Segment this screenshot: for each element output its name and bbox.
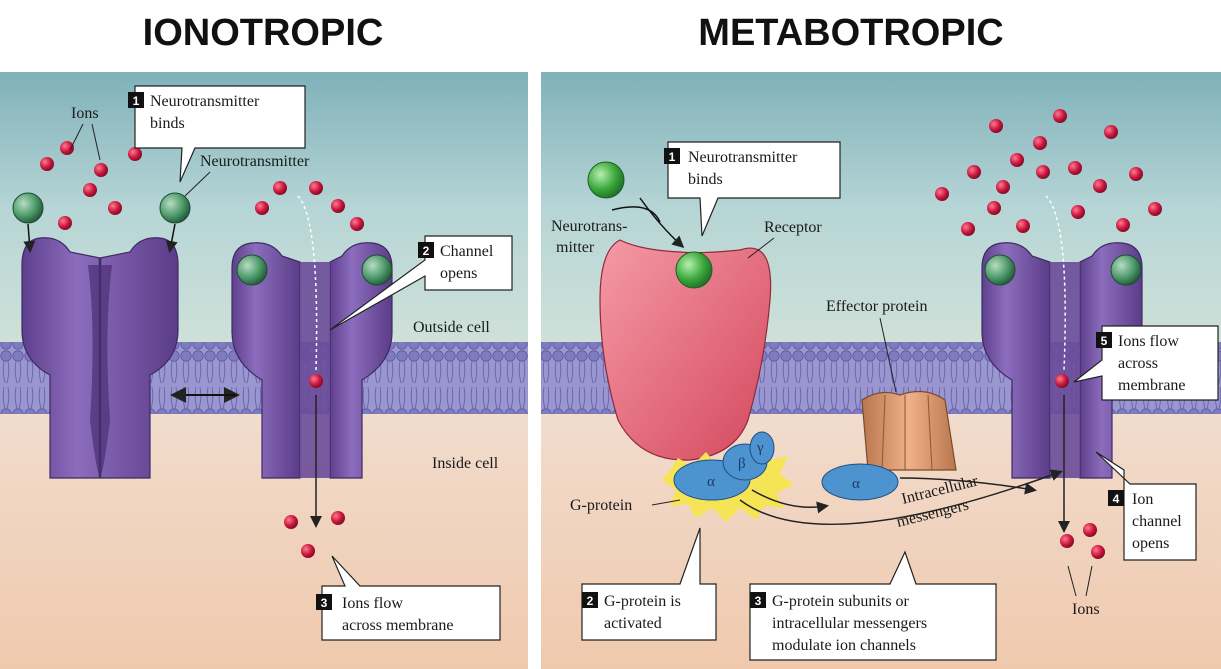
step-3-line3: modulate ion channels	[772, 637, 916, 654]
step-3-line1: G-protein subunits or	[772, 593, 910, 610]
step-3-callout: 3 Ions flow across membrane	[316, 555, 501, 641]
g-protein-label: G-protein	[570, 497, 632, 514]
neurotransmitter-label: Neurotransmitter	[200, 153, 310, 170]
step-1-number: 1	[669, 150, 676, 164]
alpha-subunit-free	[821, 463, 899, 501]
step-3-callout: 3 G-protein subunits or intracellular me…	[749, 550, 997, 661]
outside-cell-label: Outside cell	[413, 319, 490, 336]
ions-label: Ions	[71, 105, 99, 122]
step-2-number: 2	[587, 594, 594, 608]
alpha-free-label: α	[852, 476, 860, 492]
step-4-line3: opens	[1132, 535, 1169, 552]
step-3-line2: intracellular messengers	[772, 615, 927, 632]
g-protein-gamma	[749, 431, 775, 465]
receptor-protein	[599, 239, 772, 461]
neurotransmitter-molecule	[587, 161, 625, 199]
ionotropic-heading: IONOTROPIC	[143, 12, 384, 54]
metabotropic-heading: METABOTROPIC	[698, 12, 1003, 54]
step-3-number: 3	[321, 596, 328, 610]
beta-label: β	[738, 456, 746, 472]
neurotransmitter-label-line2: mitter	[556, 239, 595, 256]
step-2-line2: opens	[440, 265, 477, 282]
inside-cell-label: Inside cell	[432, 455, 499, 472]
step-3-line1: Ions flow	[342, 595, 403, 612]
step-1-line2: binds	[150, 115, 185, 132]
alpha-label: α	[707, 474, 715, 490]
effector-protein	[861, 390, 957, 471]
step-1-line1: Neurotransmitter	[150, 93, 260, 110]
step-2-line1: G-protein is	[604, 593, 681, 610]
step-3-line2: across membrane	[342, 617, 454, 634]
step-2-callout: 2 G-protein is activated	[581, 527, 717, 641]
step-1-line1: Neurotransmitter	[688, 149, 798, 166]
step-2-number: 2	[423, 244, 430, 258]
ion-cluster	[935, 109, 1162, 559]
neurotransmitter-label-line1: Neurotrans-	[551, 218, 627, 235]
step-1-callout: 1 Neurotransmitter binds	[664, 141, 841, 237]
bound-neurotransmitter	[675, 251, 713, 289]
step-2-line1: Channel	[440, 243, 494, 260]
step-5-line2: across	[1118, 355, 1158, 372]
bound-neurotransmitter	[236, 254, 268, 286]
neurotransmitter-molecule	[159, 192, 191, 224]
step-1-line2: binds	[688, 171, 723, 188]
step-4-callout: 4 Ion channel opens	[1095, 451, 1197, 561]
metabotropic-panel: α β γ α Neurot	[541, 72, 1221, 669]
step-2-line2: activated	[604, 615, 662, 632]
neurotransmitter-molecule	[12, 192, 44, 224]
ionotropic-panel: Ions Neurotransmitter Outside cell Insid…	[0, 72, 528, 669]
step-4-line2: channel	[1132, 513, 1182, 530]
step-5-line3: membrane	[1118, 377, 1186, 394]
receptor-label: Receptor	[764, 219, 822, 236]
step-1-number: 1	[133, 94, 140, 108]
step-5-number: 5	[1101, 334, 1108, 348]
bound-neurotransmitter	[361, 254, 393, 286]
step-4-line1: Ion	[1132, 491, 1153, 508]
effector-protein-label: Effector protein	[826, 298, 927, 315]
ion-cluster	[40, 141, 364, 558]
step-3-number: 3	[755, 594, 762, 608]
step-5-callout: 5 Ions flow across membrane	[1073, 325, 1219, 401]
ions-label-right: Ions	[1072, 601, 1100, 618]
gamma-label: γ	[756, 440, 764, 456]
step-1-callout: 1 Neurotransmitter binds	[128, 85, 306, 183]
step-4-number: 4	[1113, 492, 1120, 506]
step-2-callout: 2 Channel opens	[329, 235, 513, 331]
closed-ion-channel	[21, 237, 179, 479]
step-5-line1: Ions flow	[1118, 333, 1179, 350]
